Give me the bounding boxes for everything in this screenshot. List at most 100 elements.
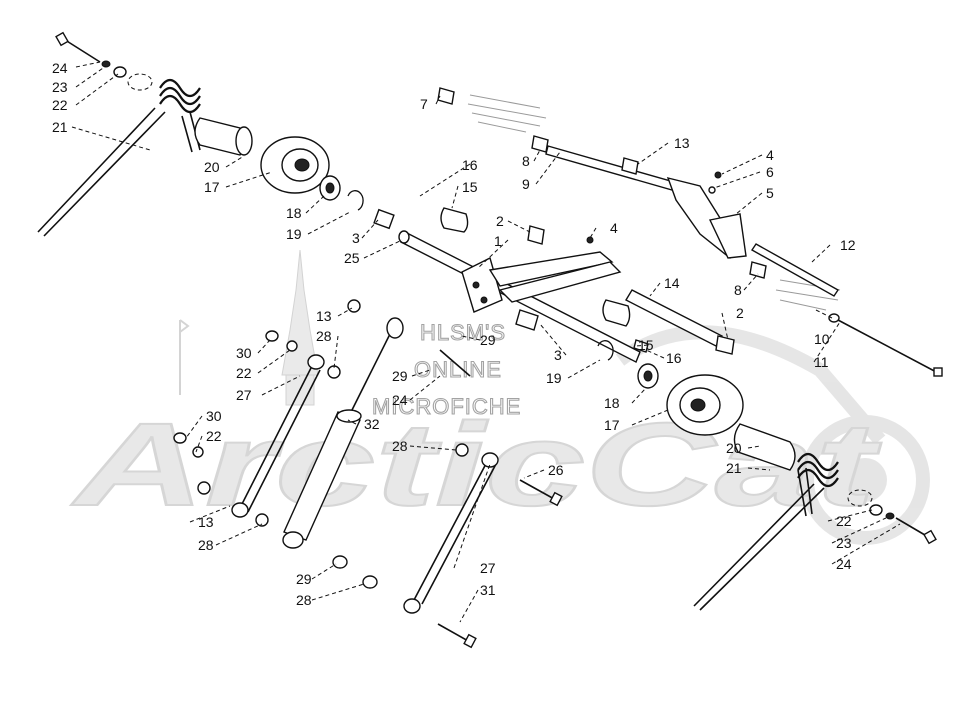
washer-10: [828, 313, 840, 323]
callout-20: 20: [204, 159, 220, 175]
shock-linkage-assembly: [173, 299, 563, 649]
callout-2: 2: [736, 305, 744, 321]
callout-18: 18: [604, 395, 620, 411]
shaft-9: [545, 145, 689, 195]
callout-5: 5: [766, 185, 774, 201]
washer-23-right: [885, 512, 895, 520]
spacer-13-upper: [621, 157, 639, 175]
callout-2: 2: [496, 213, 504, 229]
callout-18: 18: [286, 205, 302, 221]
callout-20: 20: [726, 440, 742, 456]
washer-23-left: [101, 60, 111, 68]
cylinder-2-upper: [527, 225, 545, 245]
callout-8: 8: [522, 153, 530, 169]
bolt-29-mid: [439, 349, 471, 377]
callout-17: 17: [604, 417, 620, 433]
callout-19: 19: [286, 226, 302, 242]
callout-22: 22: [236, 365, 252, 381]
watermark: ArcticCat HLSM'S ONLINE MICROFICHE: [69, 249, 930, 545]
callout-3: 3: [352, 230, 360, 246]
watermark-line3: MICROFICHE: [372, 394, 521, 419]
bolt-24-left: [61, 37, 101, 63]
callout-19: 19: [546, 370, 562, 386]
callout-23: 23: [52, 79, 68, 95]
spacer-3-lower: [515, 309, 539, 331]
callout-29: 29: [480, 332, 496, 348]
washer-22-shock-upper: [286, 340, 298, 352]
spacer-3-left: [373, 208, 395, 230]
callout-28: 28: [316, 328, 332, 344]
callout-29: 29: [296, 571, 312, 587]
grease-fitting-4-upper: [714, 171, 722, 179]
callout-24: 24: [836, 556, 852, 572]
snap-ring-19-lower: [597, 340, 614, 361]
decal-plate-texture: [467, 94, 841, 311]
callout-27: 27: [480, 560, 496, 576]
callout-16: 16: [666, 350, 682, 366]
leader-lines: [71, 61, 901, 623]
bumper-15-upper: [440, 207, 469, 233]
bolt-12: [750, 243, 840, 297]
watermark-line2: ONLINE: [414, 357, 502, 382]
callout-4: 4: [610, 220, 618, 236]
bumper-15-lower: [602, 299, 631, 327]
left-spring-assembly: [37, 31, 395, 237]
callout-26: 26: [548, 462, 564, 478]
nut-6: [708, 186, 716, 194]
callout-29: 29: [392, 368, 408, 384]
callout-13: 13: [316, 308, 332, 324]
callout-6: 6: [766, 164, 774, 180]
callout-9: 9: [522, 176, 530, 192]
bolt-26: [519, 479, 557, 501]
spacer-13-shock: [347, 299, 361, 313]
callout-31: 31: [480, 582, 496, 598]
callout-32: 32: [364, 416, 380, 432]
callout-24: 24: [52, 60, 68, 76]
callout-30: 30: [206, 408, 222, 424]
right-spring-assembly: [637, 363, 937, 611]
callout-23: 23: [836, 535, 852, 551]
callout-27: 27: [236, 387, 252, 403]
watermark-brand: ArcticCat: [70, 399, 882, 531]
bolt-31: [437, 623, 471, 643]
cylinder-2-lower: [715, 335, 735, 355]
bushing-8-upper: [531, 135, 549, 153]
bushing-8-right: [749, 261, 767, 279]
callout-22: 22: [52, 97, 68, 113]
spacer-28-bottom: [362, 575, 378, 589]
callout-22: 22: [836, 513, 852, 529]
nut-30-upper: [265, 330, 279, 342]
callout-13: 13: [198, 514, 214, 530]
link-arm-27-left: [239, 365, 313, 509]
spacer-29-bottom: [332, 555, 348, 569]
watermark-flag: [179, 319, 190, 395]
torsion-spring-21-left: [159, 78, 201, 114]
snap-ring-19-left: [347, 190, 364, 211]
spacer-28-mid: [455, 443, 469, 457]
callout-30: 30: [236, 345, 252, 361]
callout-22: 22: [206, 428, 222, 444]
callout-21: 21: [726, 460, 742, 476]
callout-16: 16: [462, 157, 478, 173]
callout-14: 14: [664, 275, 680, 291]
callout-28: 28: [392, 438, 408, 454]
callout-21: 21: [52, 119, 68, 135]
watermark-line1: HLSM'S: [420, 320, 506, 345]
nut-30-lower: [173, 432, 187, 444]
spacer-tube-20-right: [733, 423, 796, 471]
callout-28: 28: [198, 537, 214, 553]
spacer-28-shock: [327, 365, 341, 379]
grease-fitting-4-center: [586, 236, 594, 244]
callout-12: 12: [840, 237, 856, 253]
callout-10: 10: [814, 331, 830, 347]
torsion-spring-21-right: [797, 452, 839, 488]
callout-11: 11: [814, 354, 829, 370]
callout-15: 15: [638, 337, 654, 353]
main-axle-assembly: [398, 207, 735, 363]
callout-13: 13: [674, 135, 690, 151]
spacer-7: [437, 87, 455, 105]
upper-bracket-assembly: [437, 87, 943, 377]
callout-8: 8: [734, 282, 742, 298]
